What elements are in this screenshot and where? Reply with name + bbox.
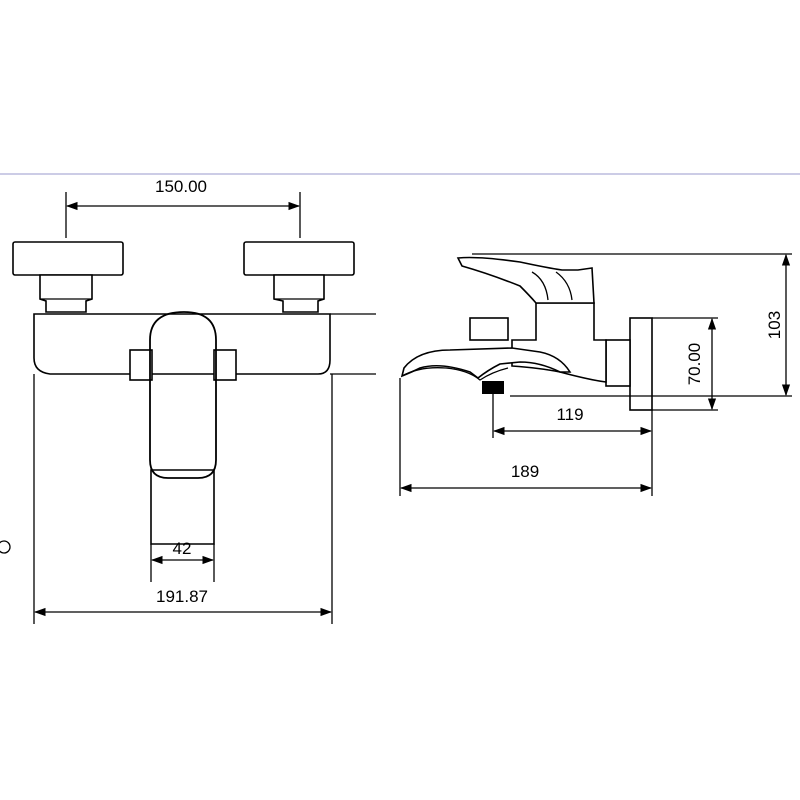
side-lever: [456, 256, 595, 304]
dim-spout-width: 42: [173, 539, 192, 558]
dim-inner-depth: 119: [556, 405, 583, 424]
dim-handle-spacing: 150.00: [155, 177, 207, 196]
right-handle-stem: [273, 274, 325, 313]
aerator-nozzle: [482, 381, 504, 394]
dim-overall-width: 191.87: [156, 587, 208, 606]
diverter-knob: [469, 317, 509, 341]
dim-overall-height: 103: [765, 311, 784, 339]
mixer-lever: [149, 311, 217, 479]
side-spout: [400, 347, 572, 380]
front-view: [12, 192, 376, 624]
left-handle-stem: [39, 274, 93, 313]
dim-body-height: 70.00: [685, 343, 704, 386]
right-handle-cap: [243, 241, 355, 276]
wall-nut: [605, 339, 631, 387]
lever-wing-left: [129, 349, 153, 381]
edge-circle-mark: [0, 540, 11, 554]
mixer-body: [33, 313, 331, 375]
spout-outlet: [150, 469, 215, 545]
side-view: [399, 253, 792, 496]
dim-overall-depth: 189: [511, 462, 539, 481]
left-handle-cap: [12, 241, 124, 276]
lever-wing-right: [213, 349, 237, 381]
